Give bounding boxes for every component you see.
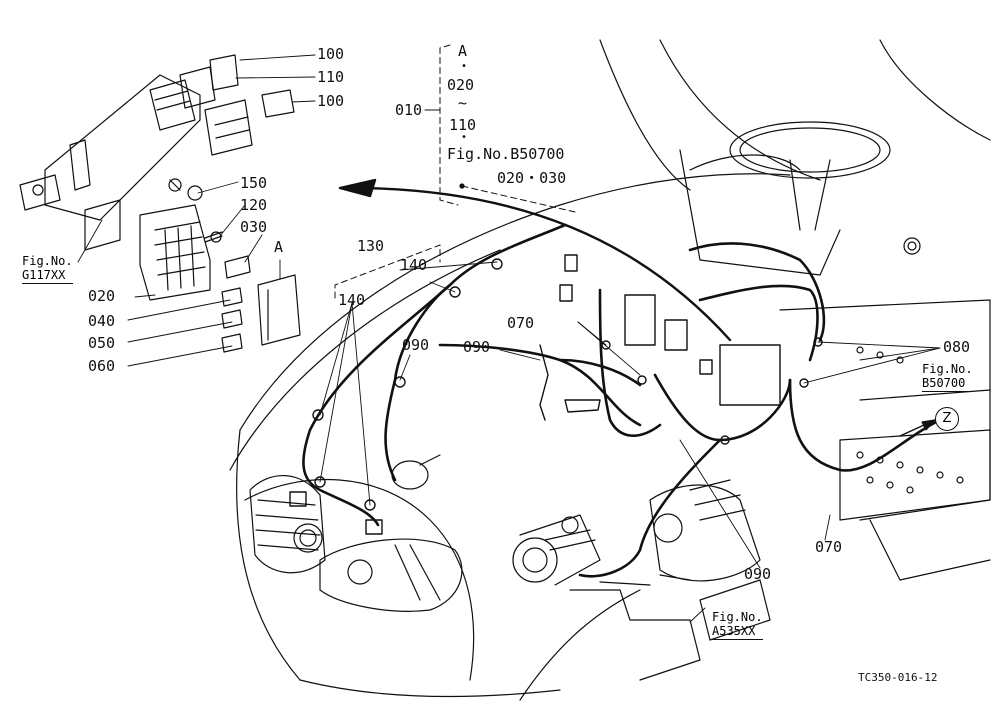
part-label-020: 020 bbox=[88, 287, 116, 305]
fig-ref-a535: Fig.No. A535XX bbox=[712, 610, 763, 640]
relay-icon bbox=[149, 54, 295, 156]
headlight-icon bbox=[249, 475, 463, 612]
alternator-icon bbox=[512, 514, 601, 586]
hood-outline bbox=[229, 39, 821, 701]
part-label-050: 050 bbox=[88, 334, 116, 352]
group-010-tilde: ~ bbox=[458, 94, 468, 112]
part-label-070b: 070 bbox=[815, 538, 843, 556]
group-010-top: A bbox=[458, 42, 468, 60]
part-label-070a: 070 bbox=[507, 314, 535, 332]
fig-ref-g117-line1: Fig.No. bbox=[22, 254, 73, 268]
part-label-010: 010 bbox=[395, 101, 423, 119]
leader-lines-left bbox=[77, 54, 316, 367]
horn-icon bbox=[391, 454, 441, 490]
group-010-dot2: • bbox=[461, 132, 468, 143]
fig-ref-b50700-line1: Fig.No. bbox=[922, 362, 973, 376]
part-label-040: 040 bbox=[88, 312, 116, 330]
part-label-130: 130 bbox=[357, 237, 385, 255]
steering-wheel-icon bbox=[679, 121, 891, 276]
part-label-110: 110 bbox=[317, 68, 345, 86]
z-marker-icon: Z bbox=[935, 407, 959, 431]
drawing-code: TC350-016-12 bbox=[858, 671, 938, 684]
part-label-090c: 090 bbox=[744, 565, 772, 583]
part-label-150: 150 bbox=[240, 174, 268, 192]
fig-ref-b50700-line2: B50700 bbox=[922, 376, 973, 392]
part-label-030: 030 bbox=[240, 218, 268, 236]
part-label-080: 080 bbox=[943, 338, 971, 356]
starter-motor-icon bbox=[569, 479, 771, 681]
part-label-a-box: A bbox=[274, 238, 284, 256]
fuse-box-icon bbox=[19, 74, 211, 301]
group-130-bracket bbox=[334, 244, 441, 299]
part-label-140a: 140 bbox=[400, 256, 428, 274]
part-label-100a: 100 bbox=[317, 45, 345, 63]
group-010-end: 110 bbox=[449, 116, 477, 134]
part-label-120: 120 bbox=[240, 196, 268, 214]
leader-lines-center bbox=[319, 261, 941, 623]
part-label-090b: 090 bbox=[463, 338, 491, 356]
part-label-060: 060 bbox=[88, 357, 116, 375]
fig-ref-g117-line2: G117XX bbox=[22, 268, 73, 284]
group-010-sub: 020・030 bbox=[497, 169, 567, 187]
group-010-dot: • bbox=[461, 61, 468, 72]
fig-ref-b50700: Fig.No. B50700 bbox=[922, 362, 973, 392]
part-label-100b: 100 bbox=[317, 92, 345, 110]
fig-ref-a535-line1: Fig.No. bbox=[712, 610, 763, 624]
group-010-fig: Fig.No.B50700 bbox=[447, 145, 565, 163]
floor-panel bbox=[779, 39, 991, 581]
fig-ref-a535-line2: A535XX bbox=[712, 624, 763, 640]
part-label-090a: 090 bbox=[402, 336, 430, 354]
group-010-bracket bbox=[439, 44, 576, 213]
group-010-start: 020 bbox=[447, 76, 475, 94]
direction-arrow-icon bbox=[338, 178, 732, 342]
fig-ref-g117: Fig.No. G117XX bbox=[22, 254, 73, 284]
part-label-140b: 140 bbox=[338, 291, 366, 309]
